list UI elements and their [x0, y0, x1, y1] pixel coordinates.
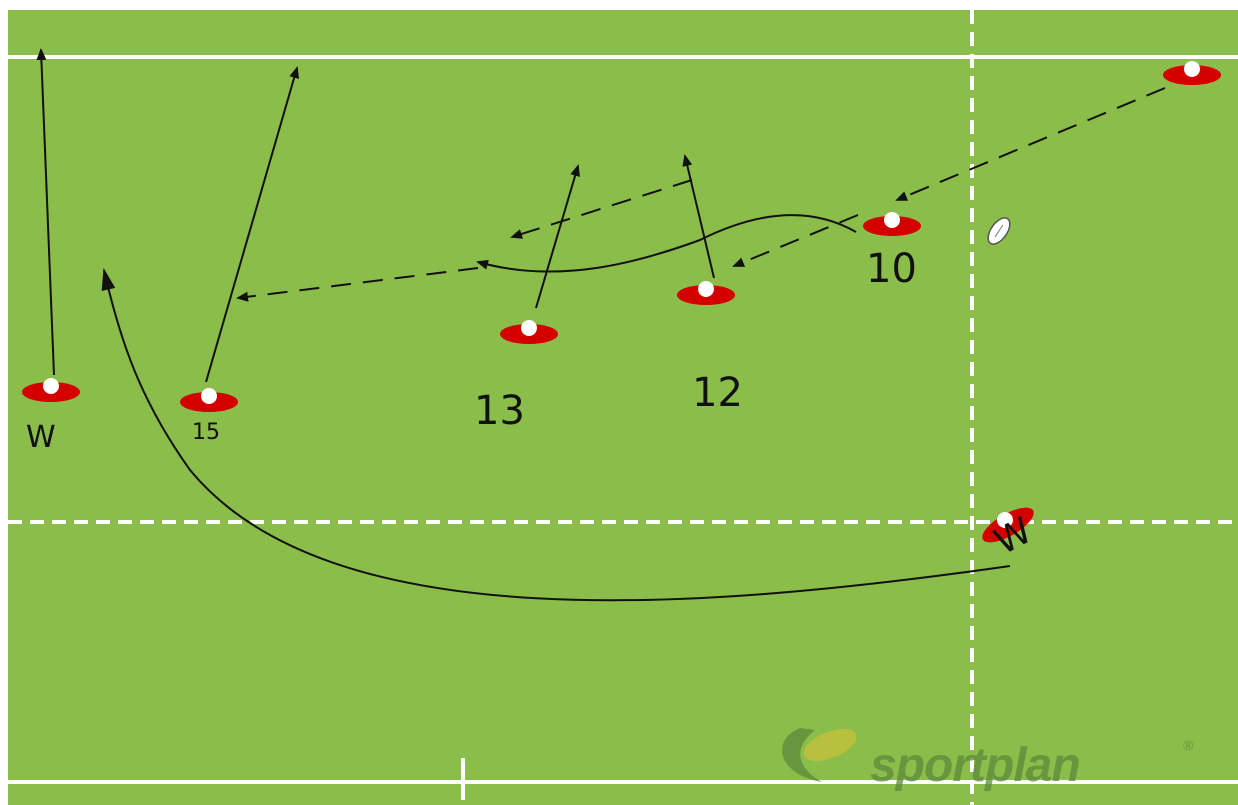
rugby-ball-icon [987, 217, 1011, 245]
pass-arrow-10-to-12 [732, 214, 859, 267]
player-10 [863, 212, 921, 236]
player-13 [500, 320, 558, 344]
label-left-wing: W [26, 420, 56, 455]
run-arrow-12 [682, 154, 715, 279]
run-arrow-10-loop [476, 214, 857, 273]
label-12: 12 [692, 370, 743, 416]
sportplan-logo-icon [782, 728, 857, 782]
registered-mark: ® [1183, 737, 1194, 753]
player-passer [1163, 61, 1221, 85]
player-12 [677, 281, 735, 305]
label-13: 13 [474, 388, 525, 434]
label-fullback: 15 [192, 420, 220, 445]
run-arrow-left-wing [36, 48, 55, 376]
sportplan-watermark: sportplan [870, 739, 1081, 792]
player-right-wing [982, 507, 1034, 543]
run-arrow-13 [535, 164, 580, 309]
run-arrow-fullback [205, 66, 300, 383]
pass-arrow-to-15 [236, 267, 479, 302]
label-10: 10 [866, 246, 917, 292]
pass-arrow-to-10 [895, 87, 1166, 201]
run-arrow-wing-loop [101, 268, 1011, 602]
player-fullback [180, 388, 238, 412]
player-left-wing [22, 378, 80, 402]
